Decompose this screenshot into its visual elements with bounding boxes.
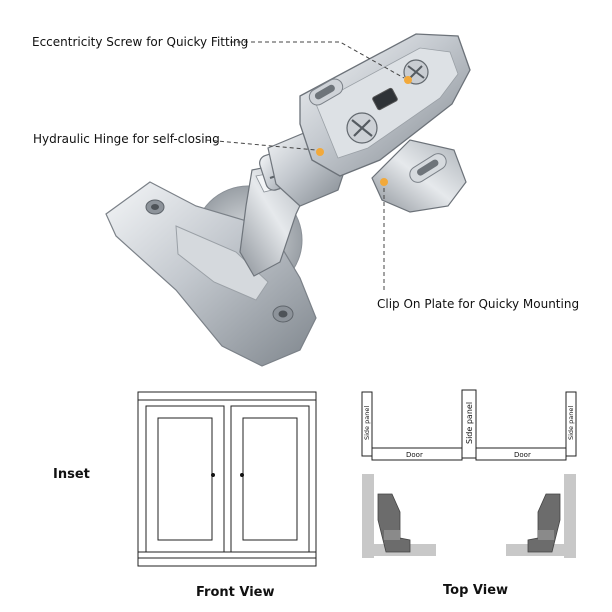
door-knob-icon: [240, 473, 244, 477]
side-panel-center: [461, 389, 477, 459]
adjust-slot: [372, 87, 398, 111]
side-panel-right: [565, 391, 577, 457]
side-panel-left: [361, 391, 373, 457]
marker-dot: [404, 76, 412, 84]
leader-line: [230, 41, 405, 79]
door-label-right: Door: [514, 451, 531, 459]
door-label-left: Door: [406, 451, 423, 459]
detail-hinge-left: [377, 493, 411, 553]
cabinet-door-left: [145, 405, 225, 553]
cabinet-door-right: [230, 405, 310, 553]
callout-hydraulic: Hydraulic Hinge for self-closing: [33, 132, 220, 146]
detail-panel-right: [564, 474, 576, 558]
door-left: [371, 447, 463, 461]
callout-clip-on: Clip On Plate for Quicky Mounting: [377, 297, 580, 311]
door-right: [475, 447, 567, 461]
side-panel-label-left: Side panel: [363, 406, 371, 440]
inset-label: Inset: [53, 467, 90, 482]
front-view-caption: Front View: [196, 585, 275, 600]
detail-panel-left: [362, 474, 374, 558]
door-knob-icon: [211, 473, 215, 477]
marker-dot: [380, 178, 388, 186]
side-panel-label-center: Side panel: [465, 402, 474, 444]
top-view-caption: Top View: [443, 583, 509, 598]
detail-hinge-right: [527, 493, 561, 553]
callout-eccentricity: Eccentricity Screw for Quicky Fitting: [32, 35, 249, 49]
side-panel-label-right: Side panel: [567, 406, 575, 440]
marker-dot: [316, 148, 324, 156]
leader-line: [205, 139, 317, 151]
